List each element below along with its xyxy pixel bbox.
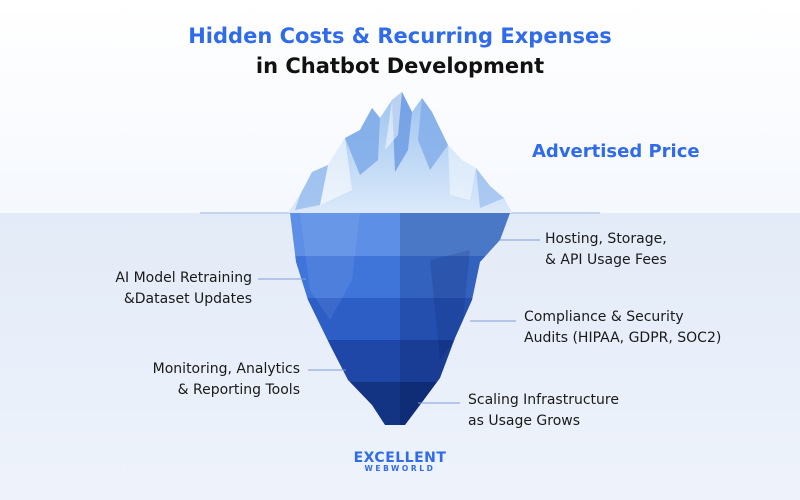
hosting-label: Hosting, Storage, & API Usage Fees <box>545 229 667 271</box>
scaling-label-line1: Scaling Infrastructure <box>468 392 619 408</box>
monitoring-label-line1: Monitoring, Analytics <box>152 361 300 377</box>
compliance-label-line2: Audits (HIPAA, GDPR, SOC2) <box>524 330 722 346</box>
retraining-label-line1: AI Model Retraining <box>115 270 252 286</box>
retraining-label: AI Model Retraining &Dataset Updates <box>80 268 252 310</box>
compliance-label-line1: Compliance & Security <box>524 309 684 325</box>
logo-text-top: EXCELLENT <box>353 450 447 466</box>
hosting-label-line2: & API Usage Fees <box>545 252 667 268</box>
advertised-price-label: Advertised Price <box>532 141 700 162</box>
title-line-2: in Chatbot Development <box>255 54 545 78</box>
compliance-label: Compliance & Security Audits (HIPAA, GDP… <box>524 307 721 349</box>
retraining-label-line2: &Dataset Updates <box>123 291 252 307</box>
scaling-label-line2: as Usage Grows <box>468 413 580 429</box>
title-line-1: Hidden Costs & Recurring Expenses <box>188 24 612 48</box>
iceberg-tip <box>288 92 512 213</box>
logo-text-bottom: WEBWORLD <box>364 464 436 473</box>
monitoring-label: Monitoring, Analytics & Reporting Tools <box>100 359 300 401</box>
company-logo: EXCELLENT WEBWORLD <box>330 450 470 473</box>
monitoring-label-line2: & Reporting Tools <box>177 382 300 398</box>
scaling-label: Scaling Infrastructure as Usage Grows <box>468 390 619 432</box>
hosting-label-line1: Hosting, Storage, <box>545 231 667 247</box>
